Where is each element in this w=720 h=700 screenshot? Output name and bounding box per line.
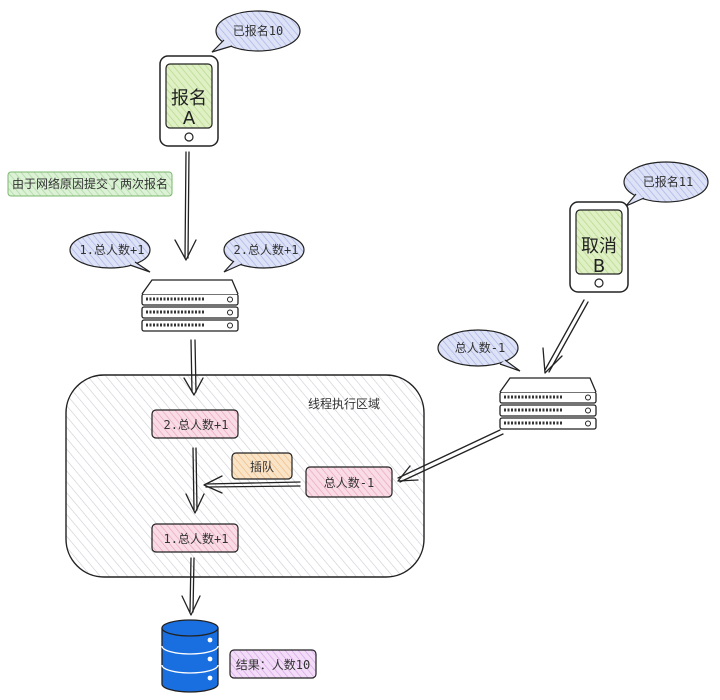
- task-2: 2.总人数+1: [151, 409, 239, 439]
- arrow-phone-a-to-server: [174, 151, 197, 261]
- server-icon: [140, 278, 240, 333]
- phone-a-letter: A: [183, 108, 196, 129]
- task-1-text: 1.总人数+1: [164, 531, 229, 546]
- phone-b[interactable]: 取消 B: [569, 201, 629, 293]
- phone-a-action: 报名: [171, 88, 207, 109]
- queue-jump-text: 插队: [250, 459, 274, 474]
- phone-b-bubble-text: 已报名11: [643, 174, 693, 189]
- network-note-text: 由于网络原因提交了两次报名: [12, 176, 168, 191]
- result-label: 结果：人数10: [229, 649, 317, 679]
- task-minus: 总人数-1: [305, 466, 393, 498]
- phone-a-bubble-text: 已报名10: [233, 23, 283, 38]
- phone-b-bubble: 已报名11: [623, 161, 709, 207]
- home-button-icon: [184, 132, 194, 142]
- phone-b-letter: B: [593, 256, 605, 277]
- database-icon: [161, 619, 219, 693]
- task-1: 1.总人数+1: [151, 523, 239, 553]
- server-b-bubble-text: 总人数-1: [455, 340, 505, 355]
- task-2-text: 2.总人数+1: [164, 417, 229, 432]
- arrow-server-a-to-thread: [183, 339, 204, 396]
- result-text: 结果：人数10: [236, 657, 310, 672]
- thread-area-title: 线程执行区域: [308, 396, 380, 411]
- phone-a[interactable]: 报名 A: [159, 55, 219, 147]
- queue-jump-label: 插队: [231, 452, 293, 480]
- arrow-phone-b-to-server: [542, 299, 589, 374]
- arrow-to-database: [181, 557, 201, 616]
- arrow-task-2-to-task-1: [185, 447, 205, 514]
- server-icon: [498, 376, 598, 431]
- server-a-bubble-2-text: 2.总人数+1: [234, 242, 299, 257]
- home-button-icon: [594, 278, 604, 288]
- network-note: 由于网络原因提交了两次报名: [7, 171, 173, 197]
- server-b-bubble: 总人数-1: [437, 329, 521, 372]
- server-a-bubble-2: 2.总人数+1: [223, 231, 305, 273]
- server-a-bubble-1-text: 1.总人数+1: [80, 242, 145, 257]
- arrow-server-b-to-task: [397, 429, 504, 483]
- arrow-queue-jump: [203, 475, 301, 494]
- phone-a-bubble: 已报名10: [211, 10, 301, 53]
- task-minus-text: 总人数-1: [324, 475, 374, 490]
- phone-b-action: 取消: [581, 236, 617, 257]
- server-a[interactable]: [140, 278, 240, 333]
- server-b[interactable]: [498, 376, 598, 431]
- server-a-bubble-1: 1.总人数+1: [69, 231, 151, 273]
